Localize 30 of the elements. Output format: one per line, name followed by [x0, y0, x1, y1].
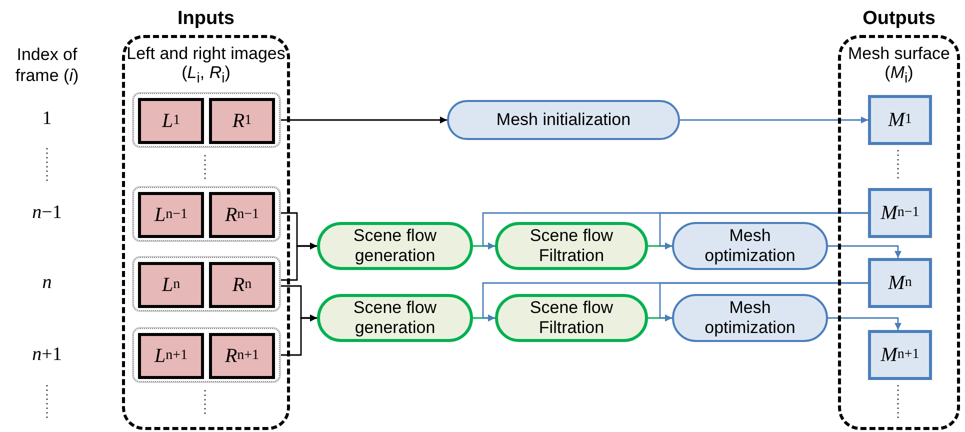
image-pair-frame: [133, 328, 280, 382]
input-group: [122, 8, 290, 430]
group-subtitle: Mesh surface (M$_{i}$): [846, 44, 952, 88]
process-box: Scene flow Filtration: [495, 294, 648, 342]
frame-index: n−1: [31, 202, 63, 224]
axis-title: Index of frame (i): [14, 44, 80, 86]
frame-index: n: [41, 272, 53, 294]
arrow: [659, 212, 868, 250]
arrow: [828, 317, 902, 330]
process-box: Scene flow generation: [317, 222, 473, 270]
process-box: Scene flow Filtration: [495, 222, 648, 270]
output-group: [838, 8, 960, 430]
arrow: [680, 116, 868, 124]
arrow: [280, 116, 447, 124]
group-subtitle: Left and right images (L$_{i}$, R$_{i}$): [126, 44, 286, 88]
process-box: Scene flow generation: [317, 294, 473, 342]
process-box: Mesh optimization: [672, 294, 828, 342]
process-box: Mesh optimization: [672, 222, 828, 270]
image-pair-frame: [133, 187, 280, 241]
frame-index: n+1: [31, 344, 63, 366]
image-pair-frame: [133, 257, 280, 311]
arrow: [659, 282, 868, 322]
group-heading: Outputs: [862, 8, 936, 30]
process-box: Mesh initialization: [447, 100, 680, 140]
image-pair-frame: [133, 93, 280, 147]
frame-index: 1: [41, 108, 53, 130]
arrow: [828, 245, 902, 258]
arrow: [280, 314, 317, 356]
group-heading: Inputs: [176, 8, 236, 30]
arrow: [280, 242, 317, 281]
